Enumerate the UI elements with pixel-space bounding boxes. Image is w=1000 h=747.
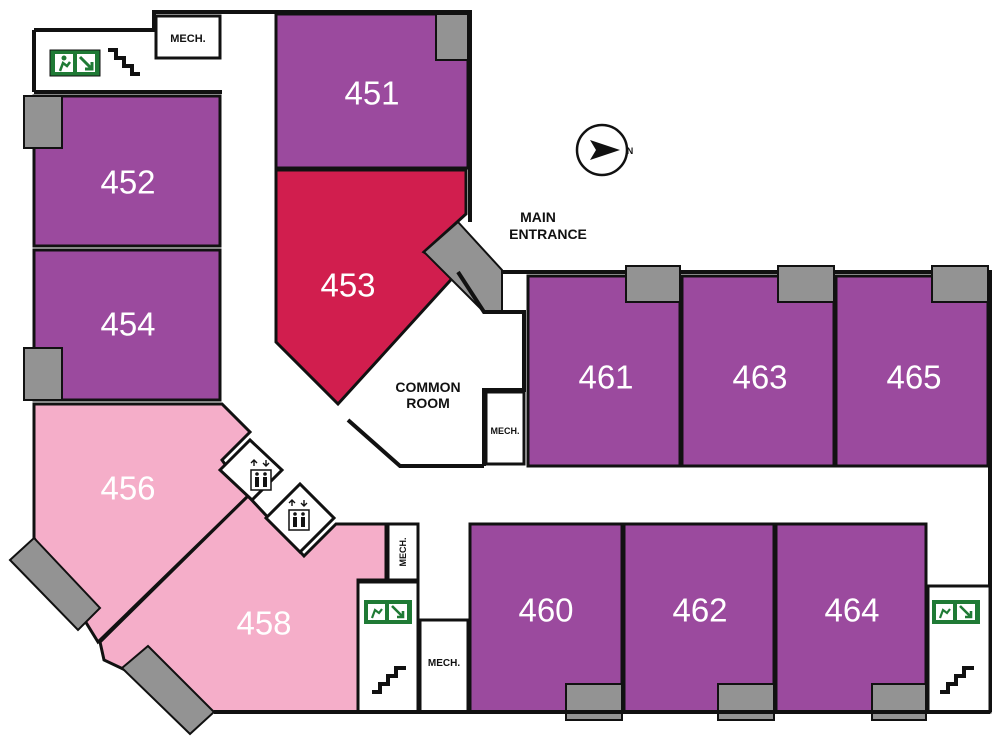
room-number: 453 <box>320 267 375 304</box>
room-number: 460 <box>518 592 573 629</box>
pillar <box>625 265 681 303</box>
stairwell-top-left <box>49 48 140 77</box>
room-458[interactable]: 458 <box>98 493 388 736</box>
common-room: COMMON ROOM <box>346 270 526 468</box>
pillar <box>777 265 835 303</box>
room-461[interactable]: 461 <box>526 265 682 468</box>
elevator-1 <box>217 437 285 503</box>
north-compass-icon: N <box>575 123 634 177</box>
room-465[interactable]: 465 <box>834 265 990 468</box>
main-entrance-label-line1: MAIN <box>520 209 556 225</box>
room-number: 461 <box>578 359 633 396</box>
pillar <box>23 347 63 401</box>
pillar <box>23 95 63 149</box>
pillar <box>931 265 989 303</box>
stairs-icon <box>940 666 974 694</box>
mech-room-lower-left: MECH. <box>386 522 420 582</box>
room-number: 465 <box>886 359 941 396</box>
room-453[interactable]: 453 <box>274 168 468 407</box>
pillar <box>717 683 775 721</box>
room-463[interactable]: 463 <box>680 265 836 468</box>
entrance-pillar <box>422 220 503 313</box>
stairs-icon <box>108 48 140 76</box>
room-454[interactable]: 454 <box>23 248 222 402</box>
elevator-2 <box>263 481 337 555</box>
room-number: 464 <box>824 592 879 629</box>
common-room-label-line2: ROOM <box>406 395 450 411</box>
stairwell-lower-right <box>926 584 992 714</box>
room-number: 462 <box>672 592 727 629</box>
room-456[interactable]: 456 <box>8 402 253 645</box>
mech-label: MECH. <box>398 538 408 567</box>
pillar <box>8 536 102 632</box>
mech-room-lower-center: MECH. <box>418 618 470 714</box>
room-number: 456 <box>100 470 155 507</box>
room-number: 452 <box>100 164 155 201</box>
room-451[interactable]: 451 <box>274 12 470 170</box>
stairs-icon <box>372 666 406 694</box>
emergency-exit-icon <box>55 54 95 72</box>
room-number: 454 <box>100 306 155 343</box>
pillar <box>565 683 623 721</box>
emergency-exit-icon <box>368 604 407 620</box>
room-462[interactable]: 462 <box>622 522 776 721</box>
common-room-label-line1: COMMON <box>395 379 460 395</box>
pillar <box>871 683 927 721</box>
mech-room-center: MECH. <box>484 390 526 466</box>
room-number: 458 <box>236 605 291 642</box>
room-460[interactable]: 460 <box>468 522 624 721</box>
stairwell-lower-left <box>356 580 420 714</box>
main-entrance: MAIN ENTRANCE <box>509 209 587 242</box>
mech-label: MECH. <box>491 426 520 436</box>
mech-room-top: MECH. <box>154 14 222 60</box>
elevator-icon <box>288 499 310 531</box>
main-entrance-label-line2: ENTRANCE <box>509 226 587 242</box>
pillar <box>435 13 469 61</box>
emergency-exit-icon <box>936 604 975 620</box>
mech-label: MECH. <box>170 33 205 45</box>
room-number: 463 <box>732 359 787 396</box>
mech-label: MECH. <box>428 658 460 669</box>
elevator-icon <box>250 459 272 491</box>
room-464[interactable]: 464 <box>774 522 928 721</box>
compass-north-label: N <box>627 146 634 156</box>
room-number: 451 <box>344 75 399 112</box>
room-452[interactable]: 452 <box>23 94 222 248</box>
